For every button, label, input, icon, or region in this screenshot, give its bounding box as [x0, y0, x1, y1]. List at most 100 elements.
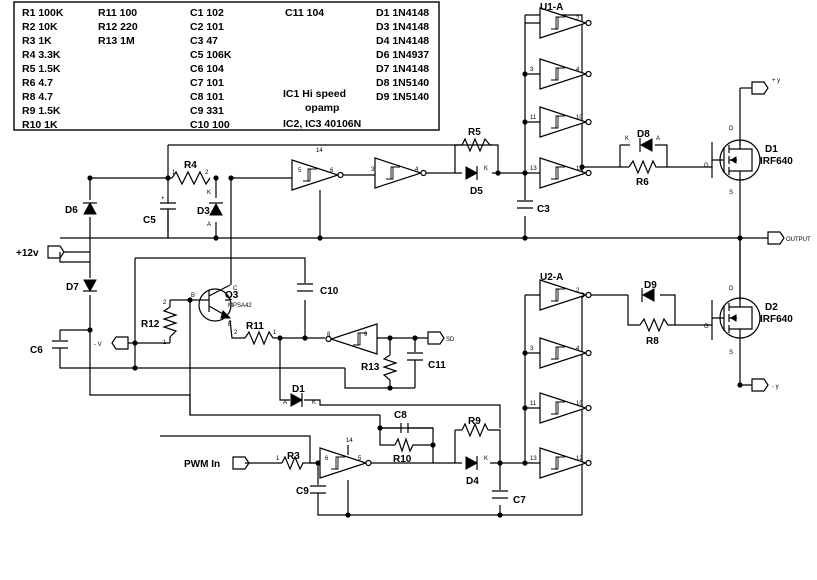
bom-item: C1 102: [190, 7, 224, 19]
label-neg-v: - V: [94, 342, 102, 348]
label-d6: D6: [65, 205, 78, 216]
resistor-r12: [162, 306, 178, 338]
mosfet-top: [712, 139, 761, 185]
svg-text:K: K: [484, 456, 488, 462]
label-c9: C9: [296, 486, 309, 497]
label-c10: C10: [320, 286, 339, 297]
resistor-r9: [461, 422, 489, 438]
connector-neg-y: [751, 378, 769, 392]
diode-d5: [465, 166, 479, 180]
bom-col-capacitors: C1 102 C2 101 C3 47 C5 106K C6 104 C7 10…: [190, 7, 232, 131]
bom-item: D8 1N5140: [376, 77, 429, 89]
inverter-gate-top: [374, 157, 427, 189]
bom-item: R11 100: [98, 7, 137, 19]
svg-text:12: 12: [576, 166, 583, 172]
label-pwm-in: PWM In: [184, 459, 220, 470]
bom-ic1-line2: opamp: [305, 102, 339, 114]
label-c7: C7: [513, 495, 526, 506]
bom-item: D9 1N5140: [376, 91, 429, 103]
diode-d9: [641, 288, 655, 302]
diode-d1: [290, 393, 304, 407]
capacitor-c9: [310, 485, 326, 500]
label-mosfet-d2: D2: [765, 302, 778, 313]
label-source-bottom: S: [729, 350, 733, 356]
svg-text:11: 11: [530, 401, 537, 407]
svg-text:K: K: [625, 136, 629, 142]
svg-text:A: A: [207, 222, 211, 228]
svg-text:A: A: [283, 400, 287, 406]
diode-d7: [83, 279, 97, 293]
svg-text:4: 4: [415, 167, 419, 173]
comparator-sd: [325, 323, 378, 355]
svg-text:C: C: [233, 286, 238, 292]
bom-item: C3 47: [190, 35, 218, 47]
svg-text:A: A: [656, 136, 660, 142]
svg-text:6: 6: [330, 168, 334, 174]
schmitt-gate-bottom: [319, 447, 372, 479]
svg-text:2: 2: [163, 300, 167, 306]
resistor-r3: [281, 455, 305, 471]
label-r10: R10: [393, 454, 412, 465]
bom-col-resistors-2: R11 100 R12 220 R13 1M: [98, 7, 138, 47]
connector-pwm-in[interactable]: [232, 456, 250, 470]
transistor-q3: [198, 284, 232, 322]
svg-text:+: +: [161, 196, 165, 202]
capacitor-c8: [380, 423, 433, 433]
connector-pos-y: [751, 81, 769, 95]
connector-neg-v[interactable]: [111, 336, 129, 350]
svg-text:12: 12: [576, 456, 583, 462]
label-u1a: U1-A: [540, 2, 563, 13]
bom-item: C8 101: [190, 91, 224, 103]
connector-12v[interactable]: [47, 245, 90, 259]
label-q3: Q3: [225, 290, 239, 301]
bom-item: R1 100K: [22, 7, 64, 19]
bom-table: R1 100K R2 10K R3 1K R4 3.3K R5 1.5K R6 …: [13, 1, 440, 131]
label-d9: D9: [644, 280, 657, 291]
bom-item: D4 1N4148: [376, 35, 429, 47]
diode-d6: [83, 201, 97, 215]
svg-text:1: 1: [276, 456, 280, 462]
bom-col-diodes: D1 1N4148 D3 1N4148 D4 1N4148 D6 1N4937 …: [376, 7, 429, 103]
label-irf1: IRF640: [760, 156, 793, 167]
svg-text:4: 4: [576, 67, 580, 73]
svg-text:1: 1: [172, 170, 176, 176]
bom-item: R4 3.3K: [22, 49, 61, 61]
junctions: [87, 71, 743, 518]
label-r13: R13: [361, 362, 380, 373]
svg-text:5: 5: [358, 456, 362, 462]
capacitor-c10: [297, 283, 313, 292]
bom-item: R6 4.7: [22, 77, 53, 89]
svg-text:9: 9: [364, 332, 368, 338]
bom-item: D3 1N4148: [376, 21, 429, 33]
svg-text:2: 2: [576, 16, 580, 22]
label-source-top: S: [729, 190, 733, 196]
bom-item: C9 331: [190, 105, 224, 117]
label-r3: R3: [287, 451, 300, 462]
svg-text:K: K: [207, 190, 211, 196]
svg-text:E: E: [228, 322, 232, 328]
connector-output[interactable]: [767, 231, 785, 245]
bom-item: R5 1.5K: [22, 63, 61, 75]
bom-border: [13, 1, 440, 131]
label-q3-part: MPSA42: [228, 303, 252, 309]
label-irf2: IRF640: [760, 314, 793, 325]
svg-text:8: 8: [327, 332, 331, 338]
resistor-r13: [382, 354, 398, 381]
label-drain-top: D: [729, 126, 734, 132]
svg-text:K: K: [312, 400, 316, 406]
label-r6: R6: [636, 177, 649, 188]
label-d5: D5: [470, 186, 483, 197]
bom-item: R12 220: [98, 21, 138, 33]
connector-sd[interactable]: [427, 331, 445, 345]
bom-ic23: IC2, IC3 40106N: [283, 118, 361, 130]
diode-d8: [639, 138, 653, 152]
label-sd: SD: [446, 337, 455, 343]
label-r12: R12: [141, 319, 160, 330]
bom-item: R2 10K: [22, 21, 58, 33]
bom-col-resistors: R1 100K R2 10K R3 1K R4 3.3K R5 1.5K R6 …: [22, 7, 64, 131]
label-gate-bottom: G: [704, 324, 709, 330]
bom-item: R3 1K: [22, 35, 52, 47]
resistor-r10: [394, 437, 415, 453]
svg-text:4: 4: [576, 346, 580, 352]
svg-text:6: 6: [325, 456, 329, 462]
